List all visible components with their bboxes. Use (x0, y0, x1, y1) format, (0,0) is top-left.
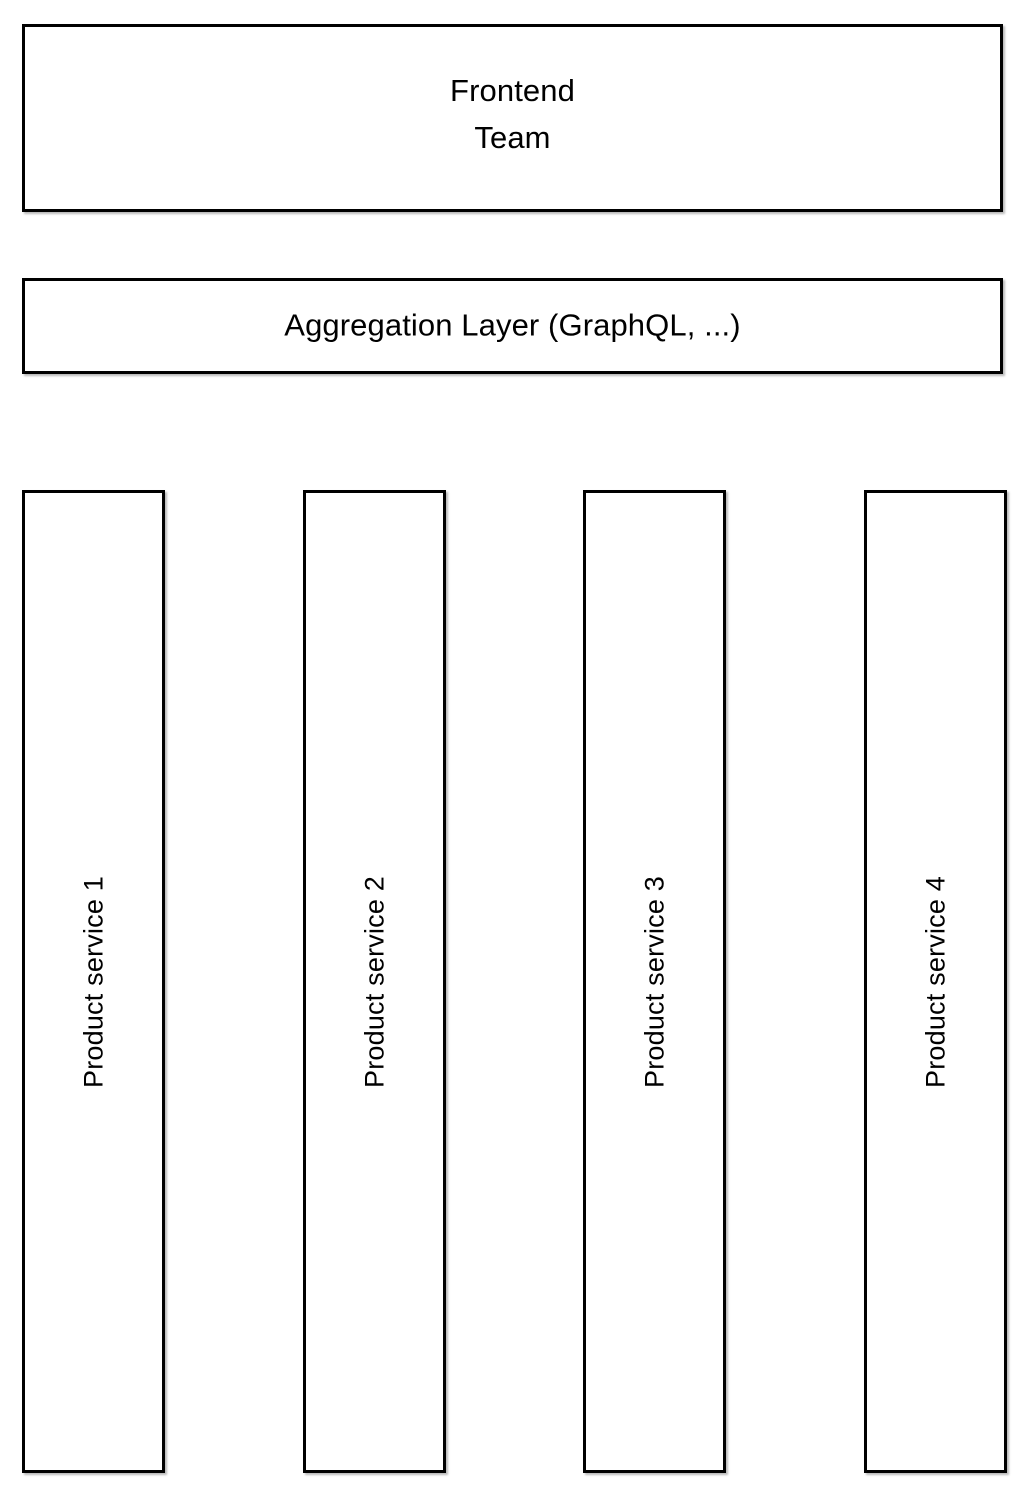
product-service-box-4: Product service 4 (864, 490, 1007, 1473)
aggregation-layer-box: Aggregation Layer (GraphQL, ...) (22, 278, 1003, 374)
frontend-team-box: Frontend Team (22, 24, 1003, 212)
product-service-box-2: Product service 2 (303, 490, 446, 1473)
product-service-label-1: Product service 1 (78, 875, 108, 1088)
product-service-label-2: Product service 2 (359, 875, 389, 1088)
product-service-label-4: Product service 4 (920, 875, 950, 1088)
product-service-label-3: Product service 3 (639, 875, 669, 1088)
frontend-team-label: Frontend Team (450, 73, 575, 156)
product-service-box-3: Product service 3 (583, 490, 726, 1473)
product-service-box-1: Product service 1 (22, 490, 165, 1473)
aggregation-layer-label: Aggregation Layer (GraphQL, ...) (284, 307, 741, 343)
